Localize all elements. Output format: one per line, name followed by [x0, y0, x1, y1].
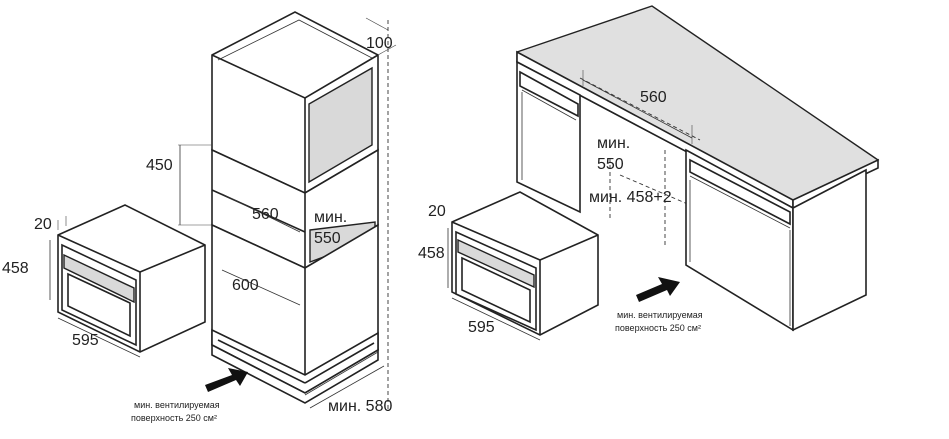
left-vent-arrow	[205, 368, 248, 392]
left-cabinet-depth-label: мин. 580	[328, 398, 392, 415]
left-niche-depth-label: 560	[252, 206, 279, 223]
left-niche-width-label: 550	[314, 230, 341, 247]
left-oven-depth-label: 20	[34, 216, 52, 233]
left-column-cabinet	[178, 11, 397, 410]
right-vent-line2: поверхность 250 см²	[615, 323, 701, 333]
right-niche-height-label: мин. 458+2	[589, 189, 672, 206]
left-vent-line2: поверхность 250 см²	[131, 413, 217, 423]
left-oven-width-label: 595	[72, 332, 99, 349]
left-niche-height-label: 450	[146, 157, 173, 174]
left-oven-height-label: 458	[2, 260, 29, 277]
right-niche-depth-label: 560	[640, 89, 667, 106]
left-niche-width-prefix: мин.	[314, 209, 347, 226]
left-vent-line1: мин. вентилируемая	[134, 400, 220, 410]
right-vent-line1: мин. вентилируемая	[617, 310, 703, 320]
left-oven	[49, 204, 206, 358]
right-kitchen-counter	[516, 5, 880, 332]
left-top-gap-label: 100	[366, 35, 393, 52]
right-niche-width-prefix: мин.	[597, 135, 630, 152]
right-vent-arrow	[636, 277, 680, 302]
right-oven-height-label: 458	[418, 245, 445, 262]
right-oven	[447, 191, 599, 341]
right-niche-width-label: 550	[597, 156, 624, 173]
right-oven-depth-label: 20	[428, 203, 446, 220]
left-cabinet-width-label: 600	[232, 277, 259, 294]
right-oven-width-label: 595	[468, 319, 495, 336]
